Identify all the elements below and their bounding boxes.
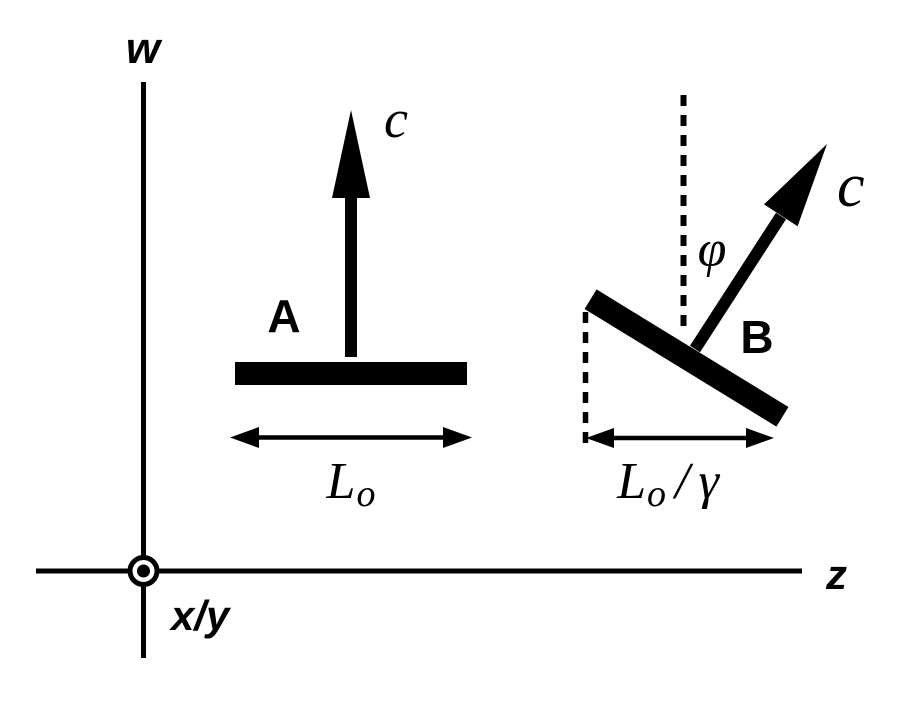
rod-b-length-label: Lo/γ bbox=[616, 453, 720, 515]
rod-a-label: A bbox=[267, 290, 300, 342]
rod-b-velocity-arrow-shaft bbox=[689, 212, 787, 353]
rod-b-length-arrowhead-left-icon bbox=[586, 428, 614, 448]
rod-b-length-slash: / bbox=[672, 453, 694, 510]
rod-b-velocity-arrowhead-icon bbox=[764, 144, 827, 227]
rod-a-velocity-label: c bbox=[384, 89, 408, 149]
w-axis-label: w bbox=[126, 24, 163, 73]
rod-a-velocity-arrowhead-icon bbox=[332, 110, 370, 198]
rod-a-length-label: Lo bbox=[326, 453, 376, 515]
rod-a-bar bbox=[235, 362, 467, 385]
rod-a-length-subscript: o bbox=[356, 473, 375, 515]
rod-b-velocity-label: c bbox=[837, 152, 865, 220]
rod-b-length-subscript: o bbox=[647, 473, 666, 515]
rod-b-length-arrowhead-right-icon bbox=[746, 428, 774, 448]
rod-a-length-arrowhead-right-icon bbox=[443, 427, 472, 448]
rod-b-bar bbox=[584, 289, 789, 427]
rod-a-length-arrowhead-left-icon bbox=[230, 427, 259, 448]
origin-dot-icon bbox=[137, 564, 150, 578]
origin-label: x/y bbox=[169, 592, 232, 639]
rod-a-group: A c Lo bbox=[230, 89, 472, 515]
rod-b-angle-label: φ bbox=[698, 221, 727, 278]
z-axis-label: z bbox=[825, 551, 847, 598]
rod-b-length-gamma: γ bbox=[698, 453, 720, 510]
rod-b-label: B bbox=[740, 311, 773, 363]
rod-a-length-main: L bbox=[326, 453, 356, 510]
rod-b-length-main: L bbox=[616, 453, 646, 510]
rod-b-group: φ B c Lo/γ bbox=[582, 95, 865, 515]
